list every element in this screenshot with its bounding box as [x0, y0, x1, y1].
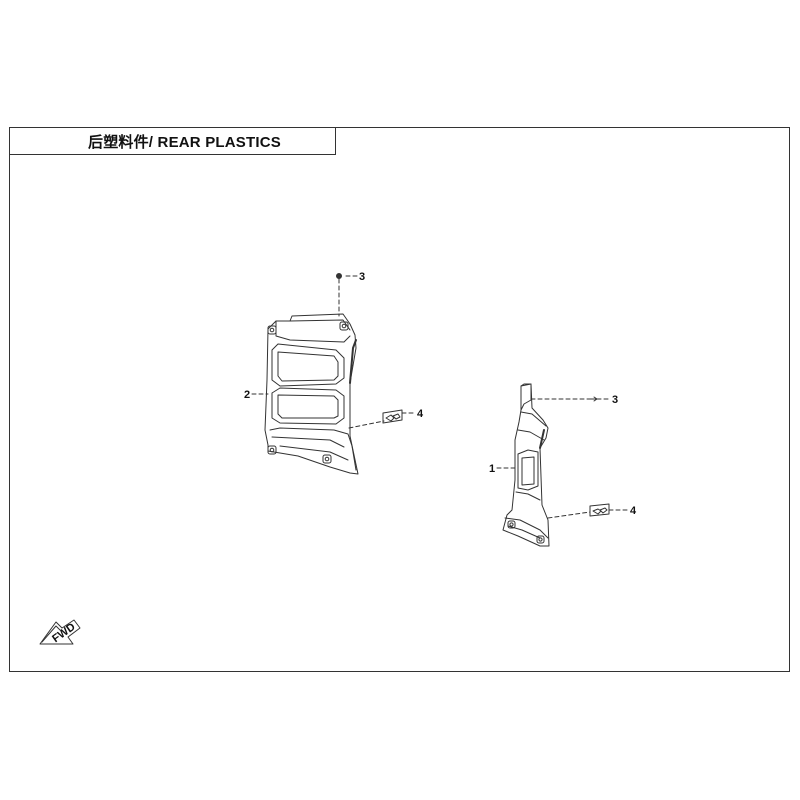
- fwd-arrow-icon: [39, 619, 81, 645]
- callout-left-screw: 3: [359, 271, 365, 283]
- clip-right: [589, 503, 610, 517]
- drawing-frame: [9, 127, 790, 672]
- leader-lines: [251, 275, 629, 519]
- rear-panel-right: [502, 383, 550, 547]
- screw-right: [587, 396, 598, 402]
- callout-left-panel: 2: [244, 389, 250, 401]
- page-title: 后塑料件/ REAR PLASTICS: [88, 134, 281, 151]
- callout-right-screw: 3: [612, 394, 618, 406]
- clip-left: [382, 409, 403, 424]
- title-box: [9, 127, 336, 155]
- rear-panel-left: [264, 313, 359, 475]
- callout-right-panel: 1: [489, 463, 495, 475]
- screw-left: [336, 273, 342, 279]
- callout-left-clip: 4: [417, 408, 424, 420]
- callout-right-clip: 4: [630, 505, 637, 517]
